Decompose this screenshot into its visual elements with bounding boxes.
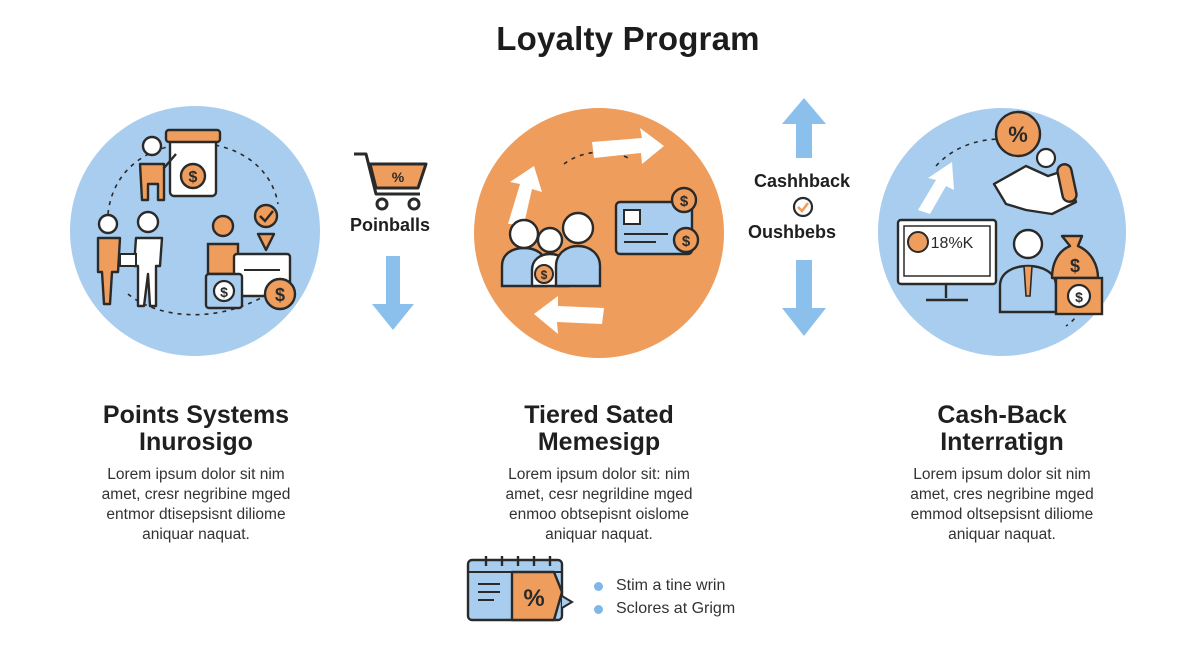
svg-text:%: %	[392, 169, 405, 185]
svg-text:$: $	[1070, 256, 1080, 276]
coin-dollar-icon: $	[189, 169, 198, 186]
svg-text:$: $	[680, 193, 689, 210]
svg-text:%: %	[523, 585, 544, 612]
page-title: Loyalty Program	[496, 20, 760, 57]
svg-text:%: %	[1008, 122, 1028, 147]
cashback-label: Cashhback	[754, 171, 851, 191]
svg-text:$: $	[275, 285, 285, 305]
section-body-tiered: Lorem ipsum dolor sit: nim amet, cesr ne…	[505, 466, 693, 543]
section-body-points: Lorem ipsum dolor sit nim amet, cresr ne…	[101, 466, 291, 543]
bullet-dot	[594, 581, 603, 591]
section-heading-points: Points Systems Inurosigo	[102, 401, 290, 456]
bullet-item: Sclores at Grigm	[594, 600, 735, 618]
section-heading-cashback: Cash-Back Interratign	[937, 401, 1067, 456]
up-arrow-icon	[782, 98, 826, 158]
check-circle-icon	[792, 196, 814, 218]
svg-text:$: $	[541, 268, 548, 282]
percent-badge-icon: %	[994, 110, 1042, 158]
points-system-illustration: $ $ $	[70, 106, 320, 356]
cycle-arrow-icon	[508, 128, 664, 334]
svg-text:$: $	[220, 284, 228, 300]
person-terminal-icon: $ $	[204, 203, 297, 311]
down-arrow-icon	[372, 256, 414, 330]
bullet-item: Stim a tine wrin	[594, 577, 725, 595]
growth-arrow-icon	[918, 162, 954, 214]
section-heading-tiered: Tiered Sated Memesigp	[524, 401, 674, 456]
handshake-icon	[992, 147, 1078, 216]
walking-people-icon	[96, 210, 164, 308]
money-bag-icon: $ $	[1050, 234, 1104, 316]
tiered-illustration: $ $ $	[474, 108, 724, 358]
people-group-icon: $	[500, 211, 602, 288]
svg-text:$: $	[682, 233, 691, 250]
loyalty-card-icon: $ $	[614, 186, 700, 256]
shopping-cart-icon: %	[354, 152, 428, 211]
calendar-percent-icon: %	[466, 556, 574, 622]
bullet-dot	[594, 604, 603, 614]
cashback-sub-label: Oushbebs	[748, 222, 837, 242]
store-icon: $	[164, 128, 222, 198]
cashback-illustration: % 18%K $ $	[878, 108, 1126, 356]
section-body-cashback: Lorem ipsum dolor sit nim amet, cres neg…	[910, 466, 1094, 543]
svg-text:$: $	[1075, 289, 1083, 305]
presenter-person-icon	[138, 135, 177, 202]
monitor-readout: 18%K	[931, 235, 974, 252]
points-label: Poinballs	[350, 215, 431, 235]
down-arrow-icon	[782, 260, 826, 336]
monitor-icon: 18%K	[896, 218, 998, 302]
businessman-icon	[998, 228, 1058, 314]
